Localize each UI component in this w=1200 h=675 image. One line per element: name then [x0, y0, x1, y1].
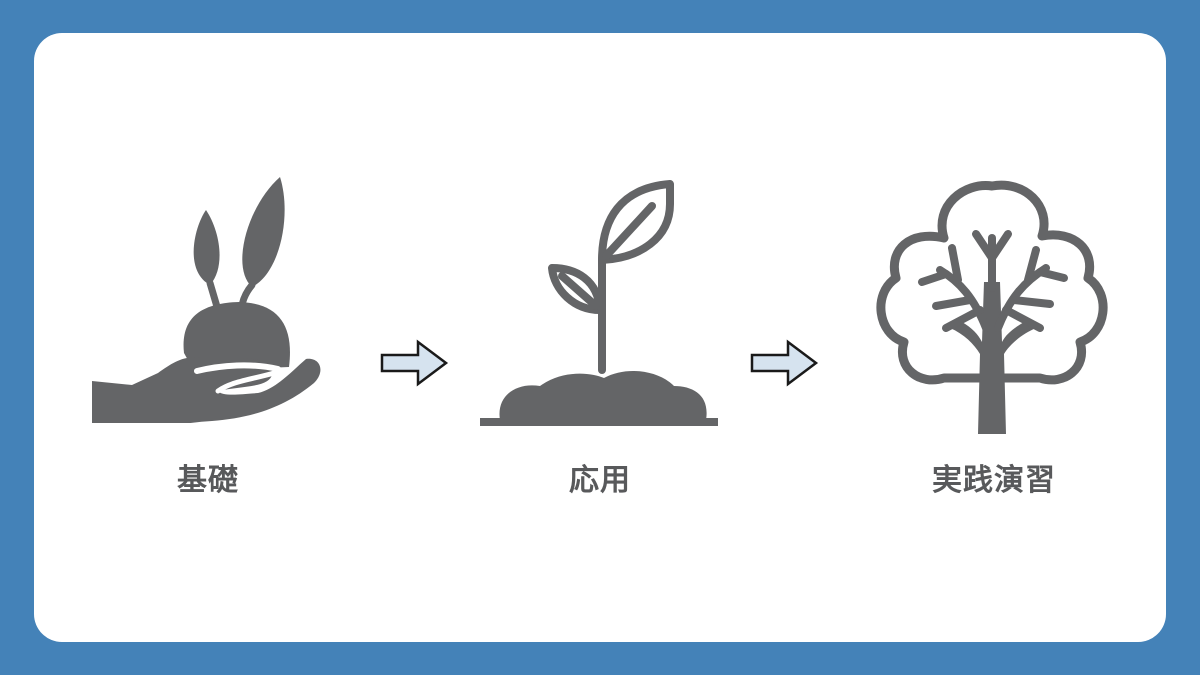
- arrow-1-to-2: [380, 339, 449, 387]
- hand-holding-sprout-icon: [92, 177, 321, 423]
- stage-label-basics: 基礎: [177, 463, 239, 498]
- sprout-in-soil-icon: [480, 180, 718, 426]
- tree-icon: [876, 180, 1108, 434]
- stage-label-application: 応用: [569, 463, 631, 498]
- arrow-2-to-3: [750, 339, 819, 387]
- diagram-card: 基礎 応用 実践演習: [34, 33, 1166, 642]
- stage-label-practice: 実践演習: [932, 463, 1056, 498]
